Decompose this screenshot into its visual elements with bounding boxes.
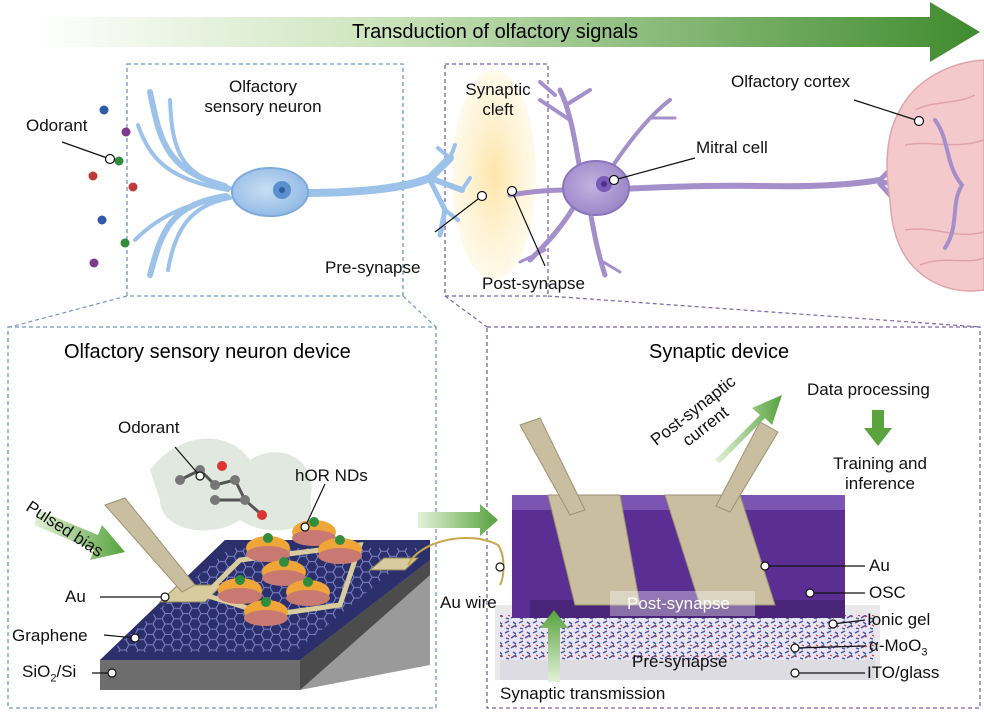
label-moo3-prefix: α-MoO — [869, 636, 922, 655]
label-moo3: α-MoO3 — [869, 636, 927, 659]
odorant-molecules — [88, 105, 138, 268]
synaptic-device-title: Synaptic device — [649, 341, 790, 363]
label-au-right: Au — [869, 556, 890, 575]
label-odorant: Odorant — [26, 116, 88, 135]
label-synaptic-cleft: Synaptic cleft — [448, 80, 548, 119]
label-ionic-gel: Ionic gel — [867, 610, 931, 629]
left-leaders — [92, 446, 505, 678]
mitral-soma — [562, 160, 630, 216]
osn-device-title: Olfactory sensory neuron device — [64, 341, 351, 363]
top-dashed-boxes — [126, 63, 549, 297]
label-osc: OSC — [869, 583, 906, 602]
label-hor-nds: hOR NDs — [295, 466, 368, 485]
label-ito-glass: ITO/glass — [867, 663, 940, 682]
main-title: Transduction of olfactory signals — [352, 21, 639, 43]
osn-device — [34, 438, 505, 690]
label-au-left: Au — [65, 587, 86, 606]
label-moo3-sub: 3 — [921, 646, 928, 659]
osn-soma — [231, 167, 309, 217]
synaptic-cleft-glow — [452, 70, 536, 280]
label-sio2-suffix: /Si — [56, 662, 77, 681]
synaptic-device — [495, 395, 892, 682]
label-olfactory-cortex: Olfactory cortex — [731, 72, 851, 91]
zoom-connectors — [9, 295, 981, 328]
olfactory-sensory-neuron — [133, 89, 472, 278]
transduction-arrow — [35, 2, 980, 62]
label-device-odorant: Odorant — [118, 418, 180, 437]
label-post-synapse: Post-synapse — [482, 274, 585, 293]
label-training-inference: Training and inference — [815, 454, 945, 493]
label-pre-synapse: Pre-synapse — [325, 258, 421, 277]
right-leaders — [760, 561, 866, 678]
label-cleft-line1: Synaptic — [465, 80, 531, 99]
hor-nanodiscs — [218, 517, 362, 626]
label-mitral-cell: Mitral cell — [696, 138, 768, 157]
label-training-line1: Training and — [833, 454, 927, 473]
top-leaders — [61, 99, 925, 267]
label-cleft-line2: cleft — [482, 99, 514, 119]
label-au-wire: Au wire — [440, 593, 497, 612]
label-osn: Olfactory sensory neuron — [188, 77, 338, 116]
label-sio2-prefix: SiO — [22, 662, 51, 681]
label-osn-line1: Olfactory — [228, 77, 298, 96]
label-sio2-si: SiO2/Si — [22, 662, 76, 685]
label-sio2-sub: 2 — [50, 672, 57, 685]
label-pre-synapse-device: Pre-synapse — [632, 652, 728, 671]
label-training-line2: inference — [845, 473, 915, 493]
label-osn-line2: sensory neuron — [204, 96, 322, 116]
label-post-synapse-device: Post-synapse — [627, 594, 730, 613]
olfactory-cortex-brain — [886, 59, 984, 292]
label-graphene: Graphene — [12, 626, 88, 645]
label-synaptic-transmission: Synaptic transmission — [500, 684, 666, 703]
label-data-processing: Data processing — [807, 380, 930, 399]
